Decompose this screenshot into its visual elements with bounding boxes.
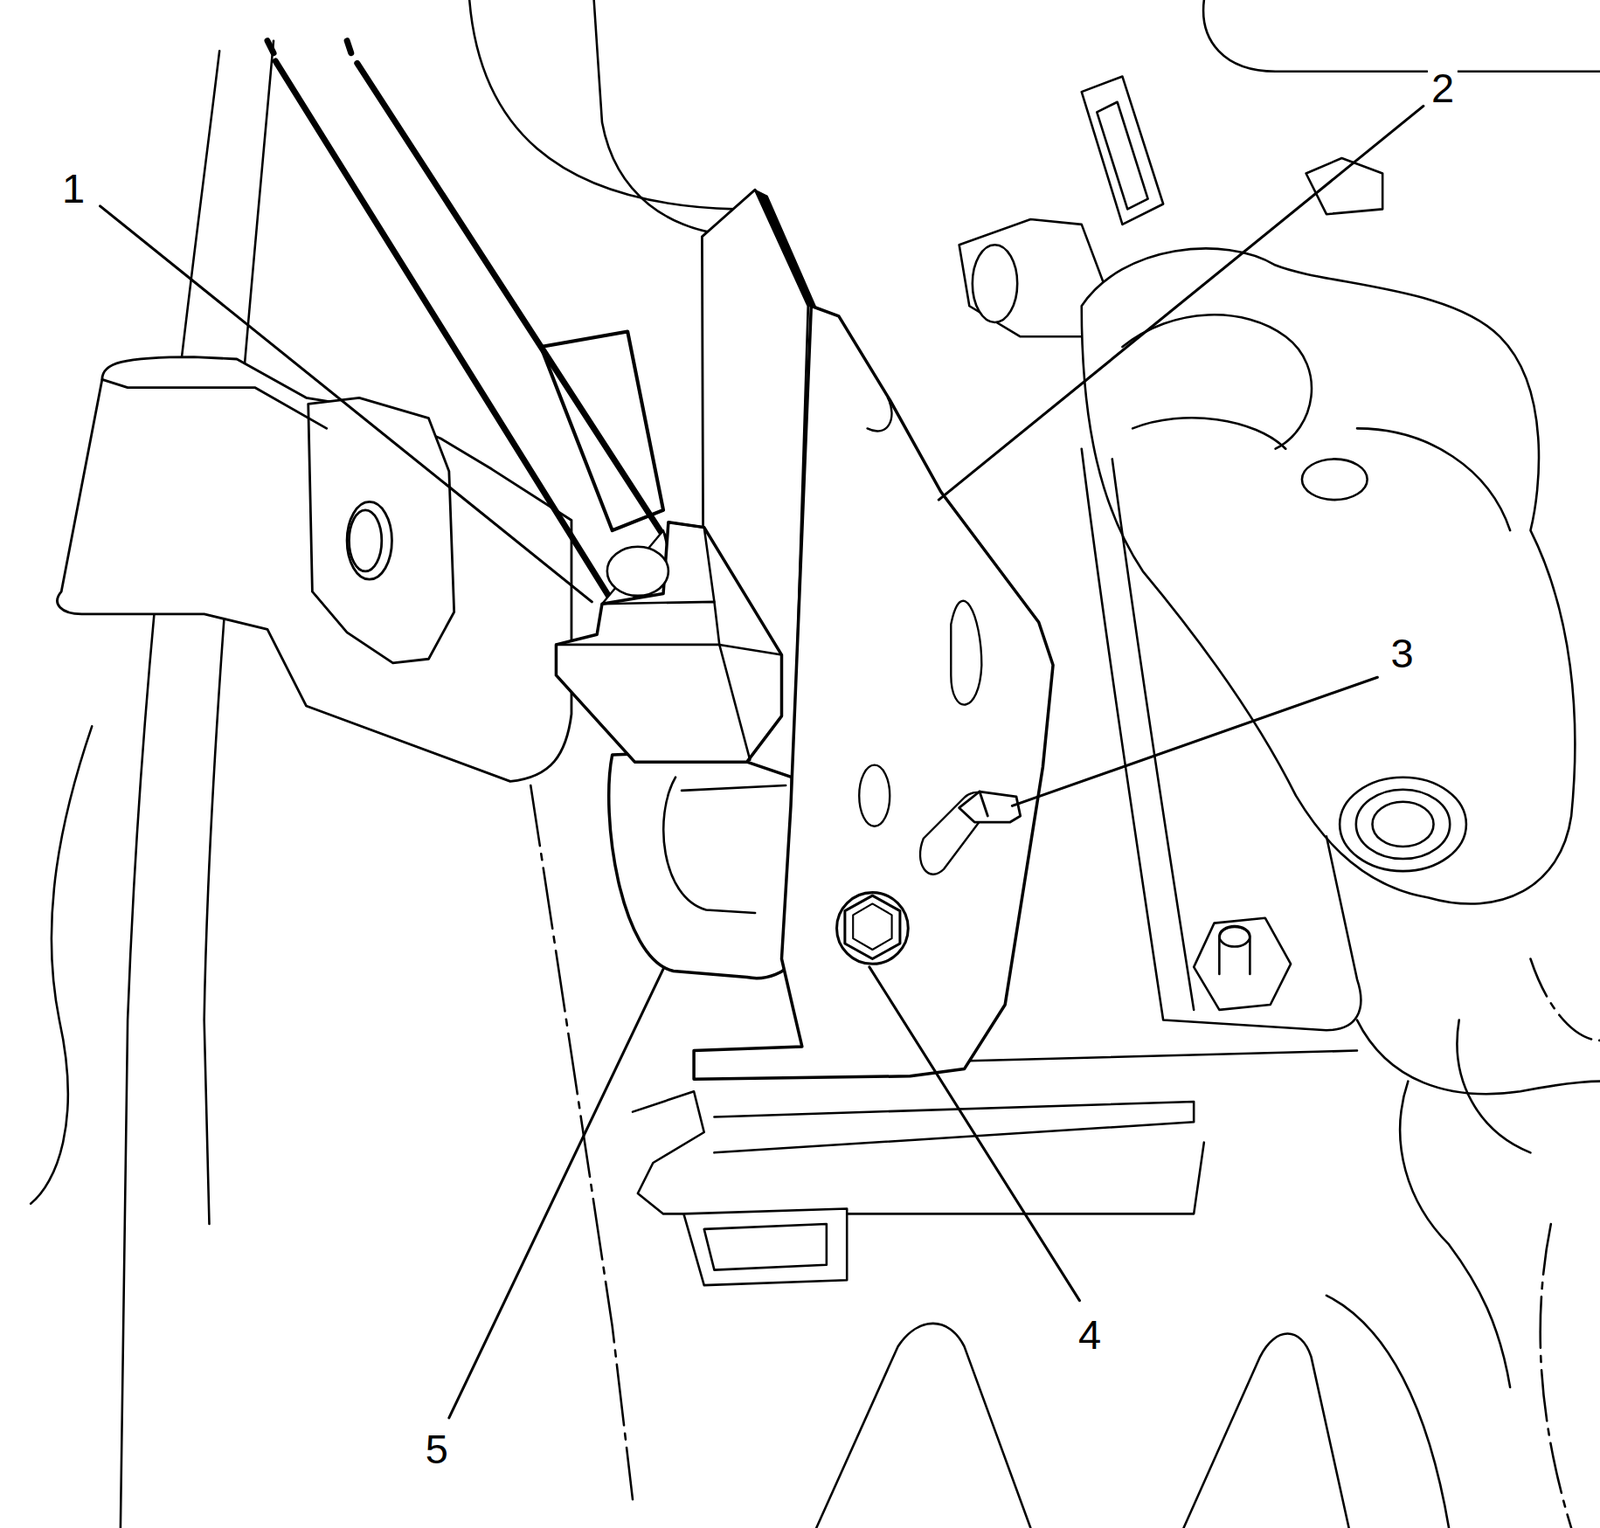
part-1-cable (267, 41, 674, 613)
part-3-tab (959, 791, 1021, 823)
callout-number: 2 (1427, 65, 1458, 111)
leader-lines (100, 105, 1424, 1418)
callout-number: 3 (1386, 630, 1417, 676)
left-bracket (57, 357, 572, 783)
callout-number: 4 (1074, 1312, 1105, 1358)
callout-number: 1 (58, 165, 89, 210)
part-5-mount (609, 750, 792, 978)
part-1-connector (555, 522, 782, 762)
part-4-bolt (837, 893, 909, 965)
background-structure (30, 0, 1600, 1528)
callout-number: 5 (422, 1426, 452, 1472)
